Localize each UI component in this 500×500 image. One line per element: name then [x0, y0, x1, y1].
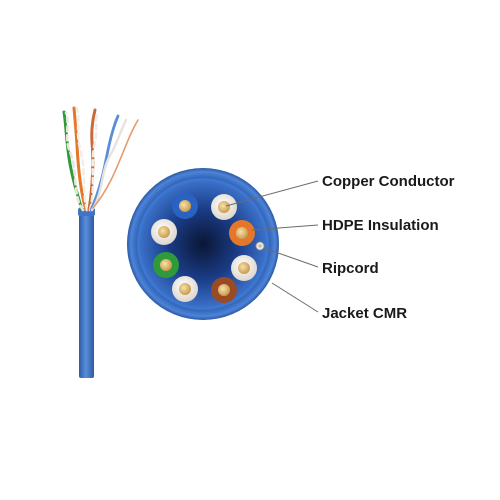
conductor-green [153, 252, 179, 278]
pair-brown-white-wire [88, 110, 100, 212]
cable-side-view [62, 106, 139, 378]
leader-ripcord [263, 247, 319, 268]
copper-core [158, 226, 170, 238]
pair-brown-wire [87, 108, 97, 212]
copper-core [160, 259, 172, 271]
conductor-blue [172, 193, 198, 219]
copper-core [218, 201, 230, 213]
copper-core [238, 262, 250, 274]
pair-orange-wire [72, 106, 88, 212]
label-hdpe-insulation: HDPE Insulation [322, 217, 439, 234]
conductor-white-bottom [172, 276, 198, 302]
twisted-pairs [62, 106, 139, 212]
label-jacket-cmr: Jacket CMR [322, 305, 407, 322]
pair-green-white-wire [64, 111, 85, 212]
pair-blue-white-wire [90, 118, 128, 212]
leader-lines [225, 180, 319, 313]
pair-orange-white-wire [75, 106, 89, 212]
cable-jacket-body [79, 212, 94, 378]
conductor-brown [211, 277, 237, 303]
ripcord-marker [255, 241, 265, 251]
conductor-white-right [231, 255, 257, 281]
leader-jacket [271, 282, 319, 313]
label-copper-conductor: Copper Conductor [322, 173, 455, 190]
leader-hdpe [251, 224, 319, 231]
pair-orange-loose-wire [92, 119, 139, 209]
copper-core [179, 283, 191, 295]
conductor-white-top [211, 194, 237, 220]
conductor-orange [229, 220, 255, 246]
pair-blue-wire [89, 114, 120, 212]
copper-core [236, 227, 248, 239]
label-ripcord: Ripcord [322, 260, 379, 277]
copper-core [179, 200, 191, 212]
cable-cross-section [127, 168, 279, 320]
copper-core [218, 284, 230, 296]
conductor-white-left [151, 219, 177, 245]
leader-copper [225, 180, 319, 207]
